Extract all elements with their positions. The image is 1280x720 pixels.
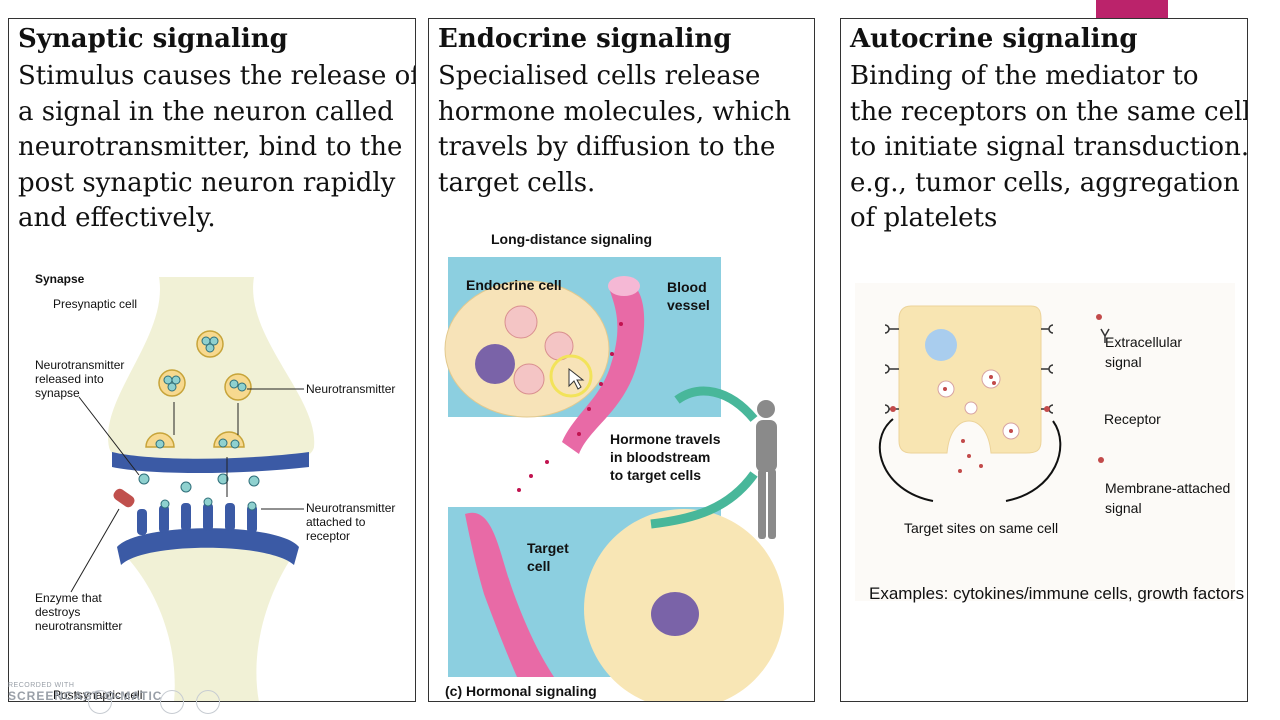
human-silhouette-icon: [756, 400, 777, 539]
target-cell-label: cell: [527, 558, 550, 574]
synaptic-line: a signal in the neuron called: [18, 96, 394, 127]
synaptic-panel: Synaptic signaling Stimulus causes the r…: [8, 18, 416, 702]
synaptic-line: post synaptic neuron rapidly: [18, 167, 396, 198]
hormonal-caption: (c) Hormonal signaling: [445, 683, 597, 699]
synaptic-line: neurotransmitter, bind to the: [18, 132, 403, 162]
autocrine-diagram: Extracellular signal Receptor Membrane-a…: [855, 283, 1244, 603]
recorded-with-label: RECORDED WITH: [8, 682, 75, 689]
mouse-pointer-icon: [568, 367, 585, 390]
endocrine-line: target cells.: [438, 167, 596, 198]
hormone-travel-label: Hormone travels: [610, 431, 721, 447]
synaptic-description: Stimulus causes the release of a signal …: [18, 59, 416, 237]
autocrine-line: the receptors on the same cell: [850, 96, 1248, 127]
arrow-to-target: [650, 471, 758, 529]
hormone-travel-label: in bloodstream: [610, 449, 710, 465]
examples-label: Examples: cytokines/immune cells, growth…: [869, 584, 1244, 603]
endocrine-cell-label: Endocrine cell: [466, 277, 562, 293]
autocrine-line: of platelets: [850, 203, 998, 233]
attached-label: receptor: [306, 529, 350, 543]
endocrine-line: travels by diffusion to the: [438, 132, 776, 162]
screencast-brand: SCREENCAST-O-MATIC: [8, 689, 163, 703]
long-distance-heading: Long-distance signaling: [491, 231, 652, 247]
target-nucleus: [651, 592, 699, 636]
target-cell-label: Target: [527, 540, 569, 556]
screencast-watermark: RECORDED WITH SCREENCAST-O-MATIC: [8, 682, 162, 703]
synapse-heading: Synapse: [35, 272, 85, 286]
blood-vessel-lower: [465, 512, 554, 677]
blood-vessel-label: Blood: [667, 279, 707, 295]
record-icon: [88, 690, 112, 714]
hormonal-diagram: Long-distance signaling Endocrine cell B…: [444, 231, 784, 701]
attached-label: attached to: [306, 515, 366, 529]
autocrine-line: e.g., tumor cells, aggregation: [850, 167, 1240, 198]
enzyme-label: neurotransmitter: [35, 619, 122, 633]
autocrine-line: Binding of the mediator to: [850, 61, 1199, 91]
released-label: synapse: [35, 386, 80, 400]
endocrine-title: Endocrine signaling: [438, 24, 732, 54]
target-sites-label: Target sites on same cell: [904, 520, 1058, 536]
autocrine-line: to initiate signal transduction.: [850, 132, 1248, 162]
released-label: Neurotransmitter: [35, 358, 124, 372]
autocrine-panel: Autocrine signaling Binding of the media…: [840, 18, 1248, 702]
enzyme-label: destroys: [35, 605, 80, 619]
receptor-label: Receptor: [1104, 411, 1161, 427]
endocrine-line: hormone molecules, which: [438, 96, 792, 127]
presynaptic-membrane: [112, 452, 309, 473]
attached-label: Neurotransmitter: [306, 501, 395, 515]
blood-vessel: [562, 282, 645, 454]
membrane-label: Membrane-attached: [1105, 480, 1230, 496]
autocrine-description: Binding of the mediator to the receptors…: [850, 59, 1248, 237]
blood-vessel-label: vessel: [667, 297, 710, 313]
synaptic-line: Stimulus causes the release of: [18, 61, 416, 91]
presynaptic-terminal: [108, 277, 315, 465]
endocrine-cell: [444, 280, 610, 418]
synaptic-line: and effectively.: [18, 203, 216, 233]
synapse-diagram: Synapse Presynaptic cell Neurotransmitte…: [35, 272, 395, 701]
membrane-label: signal: [1105, 500, 1142, 516]
more-icon: [196, 690, 220, 714]
left-arrow: [878, 418, 934, 502]
extracellular-label: signal: [1105, 354, 1142, 370]
hormone-travel-label: to target cells: [610, 467, 701, 483]
postsynaptic-membrane: [117, 528, 299, 565]
released-label: released into: [35, 372, 104, 386]
extracellular-label: Extracellular: [1105, 334, 1182, 350]
synaptic-title: Synaptic signaling: [18, 24, 288, 54]
endocrine-description: Specialised cells release hormone molecu…: [438, 59, 791, 201]
endocrine-nucleus: [475, 344, 515, 384]
arrow-to-source: [674, 386, 758, 422]
cell-nucleus: [925, 329, 957, 361]
enzyme-label: Enzyme that: [35, 591, 102, 605]
neurotransmitter-label: Neurotransmitter: [306, 382, 395, 396]
endocrine-panel: Endocrine signaling Specialised cells re…: [428, 18, 815, 702]
endocrine-line: Specialised cells release: [438, 61, 761, 91]
presynaptic-label: Presynaptic cell: [53, 297, 137, 311]
cursor-highlight: [549, 354, 593, 398]
autocrine-title: Autocrine signaling: [850, 24, 1138, 54]
right-arrow: [1005, 420, 1062, 502]
postsynaptic-cell: [117, 528, 299, 701]
zoom-icon: [160, 690, 184, 714]
